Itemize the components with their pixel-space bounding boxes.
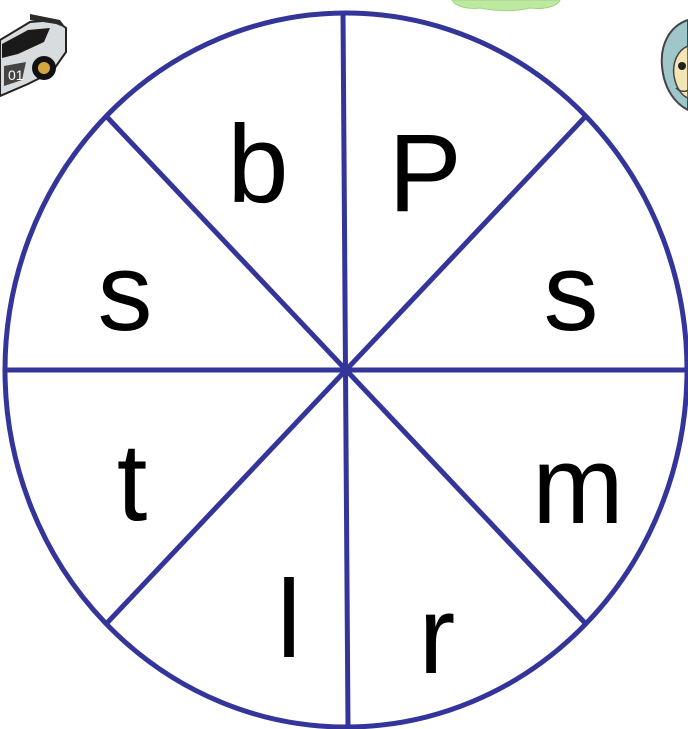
- segment-letter-p: P: [388, 112, 461, 235]
- cartoon-character-icon: [662, 20, 688, 110]
- race-car-icon: 01: [0, 14, 66, 96]
- segment-letter-b: b: [227, 103, 288, 226]
- segment-letter-s-left: s: [98, 231, 153, 354]
- segment-letter-r: r: [419, 574, 456, 697]
- segment-letter-t: t: [117, 421, 148, 544]
- segment-letter-s-right: s: [544, 231, 599, 354]
- segment-letter-m: m: [532, 424, 624, 547]
- segment-letter-l: l: [277, 558, 301, 681]
- svg-text:01: 01: [8, 67, 24, 83]
- green-blob-icon: [452, 0, 560, 11]
